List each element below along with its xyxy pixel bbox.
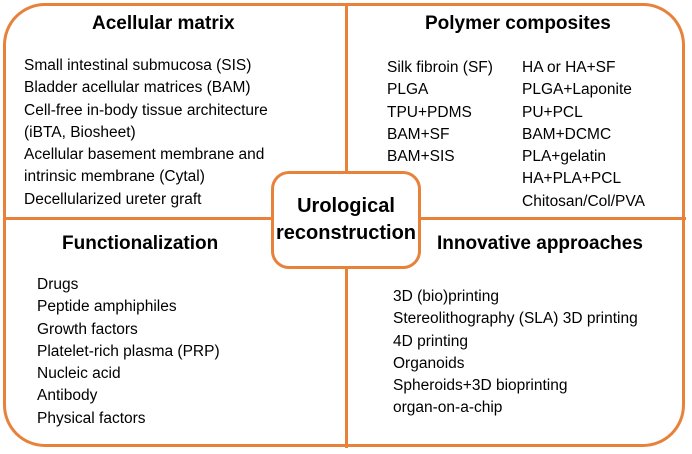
list-item: Small intestinal submucosa (SIS) (24, 57, 252, 74)
list-item: Stereolithography (SLA) 3D printing (393, 310, 638, 328)
list-item: 4D printing (393, 332, 468, 350)
list-item: Acellular basement membrane and (24, 146, 265, 164)
list-item: Organoids (393, 354, 465, 372)
list-item: TPU+PDMS (387, 103, 472, 121)
list-item: HA+PLA+PCL (522, 170, 622, 188)
list-item: PLGA (387, 81, 429, 99)
list-item: BAM+DCMC (522, 125, 612, 143)
list-item: Spheroids+3D bioprinting (393, 377, 568, 395)
center-topic-line-2: reconstruction (275, 222, 417, 244)
functionalization-list: Drugs Peptide amphiphiles Growth factors… (37, 274, 220, 430)
innovative-approaches-title: Innovative approaches (437, 233, 643, 254)
list-item: Antibody (37, 387, 98, 405)
polymer-composites-left-list: Silk fibroin (SF) PLGA TPU+PDMS BAM+SF B… (387, 57, 493, 168)
center-topic-line-1: Urological (297, 195, 395, 217)
list-item: PLA+gelatin (522, 148, 607, 166)
list-item: Bladder acellular matrices (BAM) (24, 79, 251, 97)
list-item: Physical factors (37, 409, 146, 427)
polymer-composites-right-list: HA or HA+SF PLGA+Laponite PU+PCL BAM+DCM… (522, 57, 645, 213)
polymer-composites-title: Polymer composites (425, 13, 611, 34)
list-item: PLGA+Laponite (522, 81, 632, 99)
acellular-matrix-title: Acellular matrix (92, 13, 235, 34)
list-item: Peptide amphiphiles (37, 298, 177, 316)
diagram-frame (3, 3, 685, 447)
list-item: BAM+SF (387, 125, 450, 143)
center-topic-box: Urological reconstruction (271, 171, 421, 269)
functionalization-title: Functionalization (62, 233, 219, 254)
acellular-matrix-list: Small intestinal submucosa (SIS) Bladder… (24, 55, 268, 211)
list-item: PU+PCL (522, 103, 583, 121)
list-item: (iBTA, Biosheet) (24, 123, 136, 141)
list-item: Decellularized ureter graft (24, 190, 202, 208)
list-item: Silk fibroin (SF) (387, 59, 493, 76)
list-item: BAM+SIS (387, 148, 455, 166)
list-item: organ-on-a-chip (393, 399, 503, 417)
list-item: Chitosan/Col/PVA (522, 192, 645, 210)
list-item: Nucleic acid (37, 365, 121, 383)
list-item: 3D (bio)printing (393, 288, 499, 305)
list-item: intrinsic membrane (Cytal) (24, 168, 205, 186)
list-item: Platelet-rich plasma (PRP) (37, 342, 220, 360)
list-item: Cell-free in-body tissue architecture (24, 101, 268, 119)
list-item: Drugs (37, 276, 79, 293)
list-item: Growth factors (37, 320, 138, 338)
innovative-approaches-list: 3D (bio)printing Stereolithography (SLA)… (393, 286, 638, 420)
list-item: HA or HA+SF (522, 59, 616, 76)
